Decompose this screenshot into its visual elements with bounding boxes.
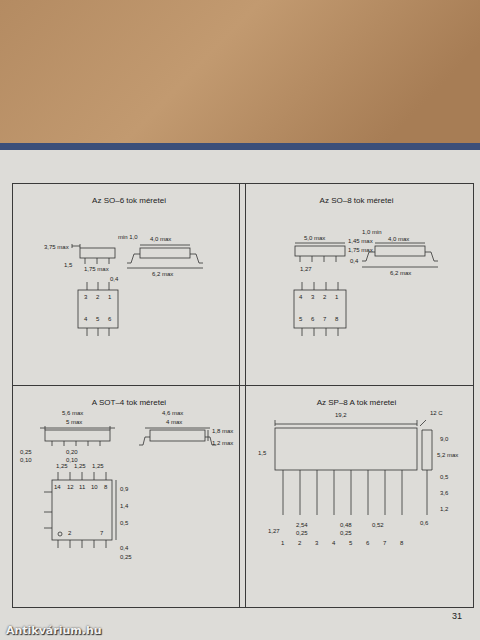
dimension-label: 7 bbox=[323, 316, 326, 322]
panel-title: Az SO–6 tok méretei bbox=[13, 196, 245, 205]
dimension-label: 1,27 bbox=[268, 528, 280, 534]
dimension-label: 9,0 bbox=[440, 436, 448, 442]
dimension-label: 0,9 bbox=[120, 486, 128, 492]
dimension-label: 5 bbox=[349, 540, 352, 546]
dimension-label: 10 bbox=[91, 484, 98, 490]
dimension-label: 1 bbox=[108, 294, 111, 300]
dimension-label: 19,2 bbox=[335, 412, 347, 418]
dimension-label: 4,6 max bbox=[162, 410, 183, 416]
dimension-label: 5,0 max bbox=[304, 235, 325, 241]
dimension-label: 2,54 bbox=[296, 522, 308, 528]
dimension-label: 0,20 bbox=[66, 449, 78, 455]
dimension-label: 8 bbox=[104, 484, 107, 490]
package-panel: Az SO–8 tok méretei bbox=[239, 183, 474, 386]
dimension-label: 6,2 max bbox=[390, 270, 411, 276]
book-cover-edge bbox=[0, 143, 480, 151]
dimension-label: 0,4 bbox=[110, 276, 118, 282]
panel-title: Az SP–8 A tok méretei bbox=[240, 398, 473, 407]
dimension-label: 6 bbox=[108, 316, 111, 322]
dimension-label: 0,52 bbox=[372, 522, 384, 528]
paper-page bbox=[0, 150, 480, 640]
dimension-label: 1,5 bbox=[258, 450, 266, 456]
dimension-label: 4 bbox=[84, 316, 87, 322]
dimension-label: 6 bbox=[311, 316, 314, 322]
dimension-label: 2 bbox=[298, 540, 301, 546]
dimension-label: 7 bbox=[383, 540, 386, 546]
dimension-label: 5 bbox=[96, 316, 99, 322]
dimension-label: 4,0 max bbox=[150, 236, 171, 242]
panel-title: Az SO–8 tok méretei bbox=[240, 196, 473, 205]
dimension-label: 3,75 max bbox=[44, 244, 69, 250]
dimension-label: 5 max bbox=[66, 419, 82, 425]
dimension-label: 4 bbox=[299, 294, 302, 300]
dimension-label: 1,5 bbox=[64, 262, 72, 268]
dimension-label: 1,25 bbox=[92, 463, 104, 469]
dimension-label: 0,25 bbox=[20, 449, 32, 455]
dimension-label: 0,25 bbox=[296, 530, 308, 536]
dimension-label: 1,75 max bbox=[84, 266, 109, 272]
dimension-label: 4,0 max bbox=[388, 236, 409, 242]
dimension-label: 14 bbox=[54, 484, 61, 490]
dimension-label: 6 bbox=[366, 540, 369, 546]
dimension-label: 1,2 bbox=[440, 506, 448, 512]
dimension-label: 0,48 bbox=[340, 522, 352, 528]
dimension-label: 12 bbox=[67, 484, 74, 490]
dimension-label: 4 bbox=[332, 540, 335, 546]
dimension-label: 1,27 bbox=[300, 266, 312, 272]
dimension-label: 0,10 bbox=[20, 457, 32, 463]
dimension-label: 5 bbox=[299, 316, 302, 322]
dimension-label: 0,6 bbox=[420, 520, 428, 526]
dimension-label: min 1,0 bbox=[118, 234, 138, 240]
dimension-label: 1 bbox=[335, 294, 338, 300]
dimension-label: 2 bbox=[96, 294, 99, 300]
dimension-label: 0,4 bbox=[350, 258, 358, 264]
dimension-label: 1,25 bbox=[74, 463, 86, 469]
dimension-label: 8 bbox=[400, 540, 403, 546]
dimension-label: 1,45 max bbox=[348, 238, 373, 244]
dimension-label: 2 bbox=[68, 530, 71, 536]
dimension-label: 8 bbox=[335, 316, 338, 322]
panel-title: A SOT–4 tok méretei bbox=[13, 398, 245, 407]
package-panel: Az SP–8 A tok méretei bbox=[239, 385, 474, 608]
dimension-label: 3 bbox=[84, 294, 87, 300]
dimension-label: 3 bbox=[311, 294, 314, 300]
dimension-label: 1,8 max bbox=[212, 428, 233, 434]
dimension-label: 1 bbox=[281, 540, 284, 546]
watermark: Antikvárium.hu bbox=[6, 624, 102, 637]
dimension-label: 12 C bbox=[430, 410, 443, 416]
page-number: 31 bbox=[452, 612, 462, 621]
dimension-label: 0,10 bbox=[66, 457, 78, 463]
dimension-label: 1,0 min bbox=[362, 229, 382, 235]
dimension-label: 4 max bbox=[166, 419, 182, 425]
dimension-label: 1,25 bbox=[56, 463, 68, 469]
dimension-label: 3 bbox=[315, 540, 318, 546]
package-panel: Az SO–6 tok méretei bbox=[12, 183, 246, 386]
dimension-label: 1,2 max bbox=[212, 440, 233, 446]
package-panel: A SOT–4 tok méretei bbox=[12, 385, 246, 608]
dimension-label: 0,25 bbox=[120, 554, 132, 560]
dimension-label: 5,2 max bbox=[437, 452, 458, 458]
dimension-label: 11 bbox=[79, 484, 85, 490]
dimension-label: 0,25 bbox=[340, 530, 352, 536]
dimension-label: 5,6 max bbox=[62, 410, 83, 416]
dimension-label: 7 bbox=[100, 530, 103, 536]
dimension-label: 0,5 bbox=[120, 520, 128, 526]
dimension-label: 1,4 bbox=[120, 503, 128, 509]
dimension-label: 3,6 bbox=[440, 490, 448, 496]
wooden-table bbox=[0, 0, 480, 150]
dimension-label: 1,75 max bbox=[348, 247, 373, 253]
dimension-label: 0,4 bbox=[120, 545, 128, 551]
dimension-label: 0,5 bbox=[440, 474, 448, 480]
dimension-label: 2 bbox=[323, 294, 326, 300]
dimension-label: 6,2 max bbox=[152, 271, 173, 277]
